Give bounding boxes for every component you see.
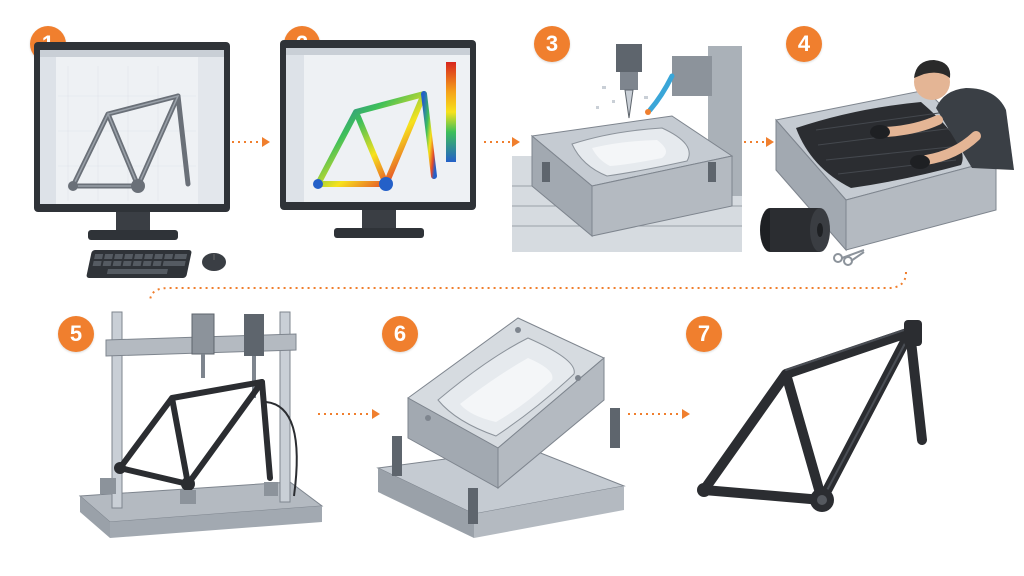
mold-block-icon xyxy=(376,317,626,538)
step-6-mold-tooling xyxy=(376,317,626,548)
test-rig-icon xyxy=(78,311,324,538)
connector-4-5 xyxy=(149,271,907,303)
carbon-frame-icon xyxy=(697,320,927,512)
cad-monitor-icon xyxy=(34,42,230,278)
arrowhead-1-2 xyxy=(262,137,270,147)
carbon-layup-icon xyxy=(760,60,1014,266)
step-badge-4: 4 xyxy=(786,26,822,62)
scissors-icon xyxy=(833,249,865,266)
step-1-cad-design xyxy=(28,36,238,286)
step-5-load-testing xyxy=(78,306,324,546)
step-7-finished-frame xyxy=(690,320,940,530)
fea-monitor-icon xyxy=(280,40,476,238)
step-badge-3: 3 xyxy=(534,26,570,62)
step-4-carbon-layup xyxy=(756,50,1024,272)
step-badge-6: 6 xyxy=(382,316,418,352)
arrowhead-3-4 xyxy=(766,137,774,147)
technician-figure xyxy=(870,60,1014,170)
arrowhead-2-3 xyxy=(512,137,520,147)
step-2-fea-analysis xyxy=(276,36,486,286)
step-3-cnc-milling xyxy=(512,36,742,252)
step-badge-7: 7 xyxy=(686,316,722,352)
arrowhead-5-6 xyxy=(372,409,380,419)
step-badge-5: 5 xyxy=(58,316,94,352)
arrowhead-6-7 xyxy=(682,409,690,419)
cnc-milling-icon xyxy=(512,44,742,252)
